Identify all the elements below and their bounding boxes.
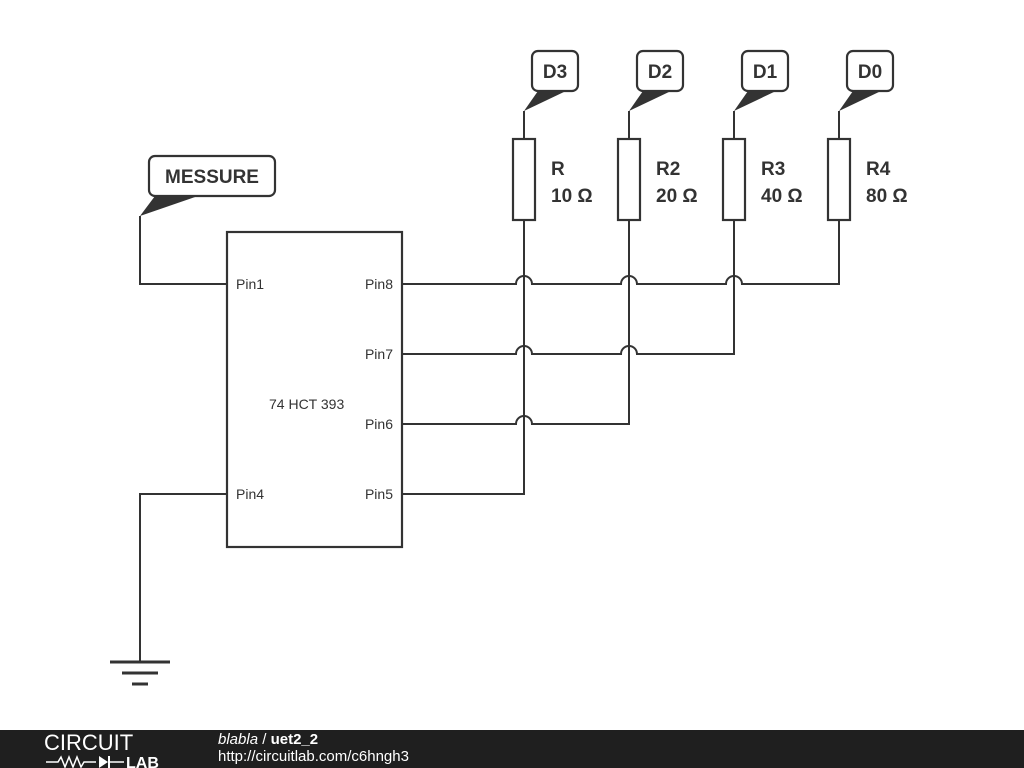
net-label-d1: D1: [734, 49, 790, 111]
chip-name: 74 HCT 393: [269, 396, 344, 412]
net-label-d0-text: D0: [858, 62, 882, 83]
net-label-d0: D0: [839, 49, 895, 111]
diode-icon: [99, 756, 108, 768]
title-separator: /: [258, 731, 271, 748]
net-label-messure-text: MESSURE: [165, 167, 259, 188]
pin8-label: Pin8: [365, 276, 393, 292]
pin7-label: Pin7: [365, 346, 393, 362]
ground-symbol: [110, 660, 170, 686]
resistor-r-body: [511, 137, 537, 222]
logo-bottom-text: LAB: [126, 755, 159, 768]
resistor-r-name: R: [551, 159, 565, 180]
pin5-label: Pin5: [365, 486, 393, 502]
net-label-messure: MESSURE: [140, 154, 277, 216]
net-label-d1-text: D1: [753, 62, 778, 83]
project-url[interactable]: http://circuitlab.com/c6hngh3: [218, 748, 409, 765]
resistor-r3-value: 40 Ω: [761, 186, 803, 207]
resistor-r2-value: 20 Ω: [656, 186, 698, 207]
pin4-label: Pin4: [236, 486, 264, 502]
logo-top-text: CIRCUIT: [44, 732, 133, 755]
resistor-r-value: 10 Ω: [551, 186, 593, 207]
author-link[interactable]: blabla: [218, 731, 259, 748]
resistor-r3-name: R3: [761, 159, 785, 180]
footer-title: blabla / uet2_2: [218, 731, 318, 748]
ic-chip: Pin1 Pin4 Pin8 Pin7 Pin6 Pin5 74 HCT 393: [225, 230, 404, 549]
project-name: uet2_2: [270, 731, 319, 748]
circuit-schematic: MESSURE D3 D2 D1 D0: [110, 49, 908, 686]
wires: [139, 111, 840, 661]
net-label-d3: D3: [524, 49, 580, 111]
resistor-r2-body: [616, 137, 642, 222]
net-label-d2-text: D2: [648, 62, 672, 83]
circuitlab-logo[interactable]: CIRCUIT LAB: [44, 732, 176, 768]
resistor-r3-body: [721, 137, 747, 222]
net-label-d2: D2: [629, 49, 685, 111]
resistor-r2-name: R2: [656, 159, 680, 180]
net-label-d3-text: D3: [543, 62, 567, 83]
footer-bar: CIRCUIT LAB blabla / uet2_2 http://circu…: [0, 730, 1024, 768]
resistor-r4-value: 80 Ω: [866, 186, 908, 207]
pin1-label: Pin1: [236, 276, 264, 292]
pin6-label: Pin6: [365, 416, 393, 432]
resistor-r4-body: [826, 137, 852, 222]
resistor-r4-name: R4: [866, 159, 891, 180]
resistor-icon: [46, 754, 96, 768]
